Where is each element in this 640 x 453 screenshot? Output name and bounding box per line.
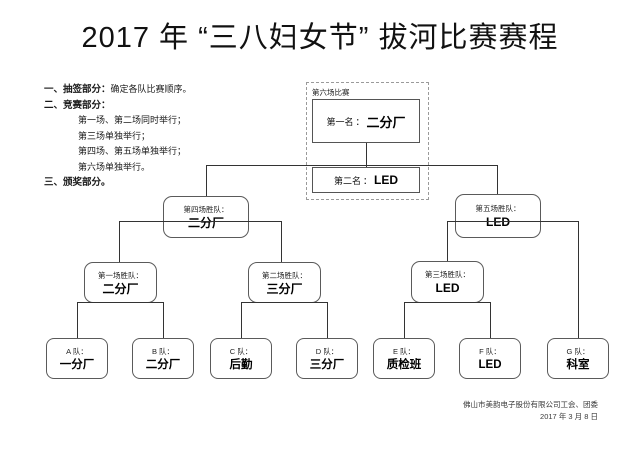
semifinal-node-match5: 第五场胜队： LED	[455, 194, 541, 238]
semifinal4-bracket-horizontal	[119, 221, 282, 222]
note-line-7: 三、颁奖部分。	[44, 175, 304, 191]
quarterfinal-match3-team: LED	[435, 281, 460, 295]
match3-drop-right	[490, 302, 491, 338]
team-b-label: B 队：	[151, 346, 175, 356]
team-c-name: 后勤	[229, 358, 253, 371]
final-match-group	[306, 82, 429, 200]
final-bracket-drop-right	[497, 165, 498, 194]
final-match-group-label: 第六场比赛	[312, 88, 350, 97]
team-box-e: E 队： 质检班	[373, 338, 435, 379]
quarterfinal-node-match1: 第一场胜队： 二分厂	[84, 262, 157, 303]
final-first-place-box: 第一名 ： 二分厂	[312, 99, 420, 143]
quarterfinal-match1-caption: 第一场胜队：	[98, 270, 143, 280]
match1-bracket-horizontal	[77, 302, 164, 303]
note-line-5: 第四场、第五场单独举行；	[78, 146, 187, 156]
semifinal-node-match4: 第四场胜队： 二分厂	[163, 196, 249, 238]
note-lead-1: 一、抽签部分：	[44, 84, 111, 95]
note-text-1: 确定各队比赛顺序。	[110, 84, 192, 94]
quarterfinal-match2-caption: 第二场胜队：	[262, 270, 307, 280]
semifinal5-drop-left	[447, 221, 448, 262]
final-second-team: LED	[374, 173, 399, 187]
semifinal4-drop-left	[119, 221, 120, 262]
team-e-name: 质检班	[386, 358, 422, 371]
quarterfinal-match3-caption: 第三场胜队：	[425, 270, 470, 279]
semifinal5-drop-right	[578, 221, 579, 338]
semifinal-match5-team: LED	[486, 215, 510, 229]
semifinal4-drop-right	[281, 221, 282, 262]
match2-bracket-horizontal	[241, 302, 328, 303]
semifinal-match5-caption: 第五场胜队：	[475, 204, 521, 213]
rules-notes: 一、抽签部分：确定各队比赛顺序。 二、竞赛部分： 第一场、第二场同时举行； 第三…	[44, 82, 304, 191]
note-lead-7: 三、颁奖部分。	[44, 177, 111, 188]
note-line-2: 二、竞赛部分：	[44, 98, 304, 114]
match3-drop-left	[404, 302, 405, 338]
final-second-rank-label: 第二名	[333, 175, 361, 186]
team-d-label: D 队：	[315, 346, 339, 356]
note-line-3: 第一场、第二场同时举行；	[78, 115, 187, 125]
match2-drop-right	[327, 302, 328, 338]
team-f-label: F 队：	[479, 346, 501, 356]
footer-date: 2017 年 3 月 8 日	[540, 412, 598, 421]
final-first-rank-label: 第一名	[326, 116, 354, 127]
team-c-label: C 队：	[229, 346, 253, 356]
quarterfinal-node-match3: 第三场胜队： LED	[411, 261, 484, 303]
team-a-label: A 队：	[66, 346, 88, 356]
team-e-label: E 队：	[392, 346, 416, 356]
team-box-f: F 队： LED	[459, 338, 521, 379]
match1-drop-left	[77, 302, 78, 338]
page-title: 2017 年 “三八妇女节” 拔河比赛赛程	[81, 22, 559, 54]
note-lead-2: 二、竞赛部分：	[44, 99, 111, 111]
footer-organization: 佛山市美韵电子股份有限公司工会、团委	[463, 400, 598, 409]
final-first-team: 二分厂	[366, 114, 406, 130]
match3-bracket-horizontal	[404, 302, 491, 303]
final-bracket-horizontal	[206, 165, 498, 166]
match2-drop-left	[241, 302, 242, 338]
final-second-colon: ：	[363, 175, 373, 186]
team-g-name: 科室	[566, 358, 590, 371]
team-b-name: 二分厂	[145, 358, 181, 371]
quarterfinal-match1-team: 二分厂	[102, 281, 139, 296]
quarterfinal-node-match2: 第二场胜队： 三分厂	[248, 262, 321, 303]
final-first-colon: ：	[355, 116, 365, 127]
team-box-a: A 队： 一分厂	[46, 338, 108, 379]
semifinal5-bracket-horizontal	[447, 221, 579, 222]
team-d-name: 三分厂	[309, 358, 345, 371]
team-box-g: G 队： 科室	[547, 338, 609, 379]
note-line-1: 一、抽签部分：确定各队比赛顺序。	[44, 82, 304, 98]
semifinal-match4-caption: 第四场胜队：	[183, 205, 229, 214]
team-g-label: G 队：	[566, 346, 590, 356]
final-vertical-connector	[366, 143, 367, 167]
team-a-name: 一分厂	[59, 358, 95, 371]
team-box-c: C 队： 后勤	[210, 338, 272, 379]
team-box-b: B 队： 二分厂	[132, 338, 194, 379]
note-line-6: 第六场单独举行。	[78, 161, 151, 172]
final-bracket-drop-left	[206, 165, 207, 196]
team-box-d: D 队： 三分厂	[296, 338, 358, 379]
note-line-4: 第三场单独举行；	[78, 130, 151, 141]
quarterfinal-match2-team: 三分厂	[266, 281, 303, 296]
final-second-place-box: 第二名 ： LED	[312, 167, 420, 193]
footer: 佛山市美韵电子股份有限公司工会、团委 2017 年 3 月 8 日	[463, 399, 598, 423]
semifinal-match4-team: 二分厂	[187, 216, 224, 230]
team-f-name: LED	[478, 358, 502, 371]
match1-drop-right	[163, 302, 164, 338]
